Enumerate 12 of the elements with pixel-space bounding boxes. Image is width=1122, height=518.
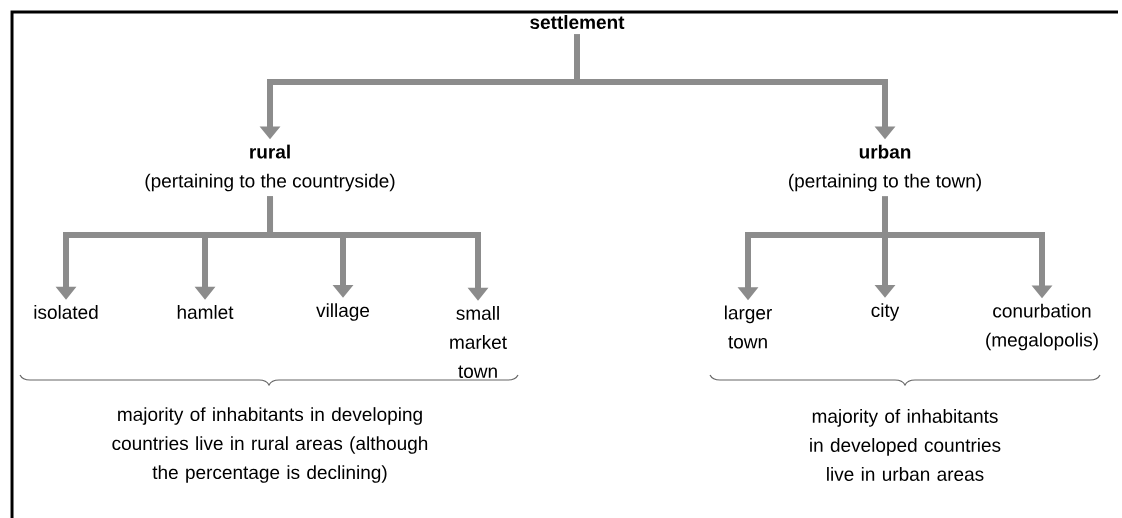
category-label: settlement (530, 15, 625, 29)
note-text: majority of inhabitants in developed countries live in urban areas (810, 409, 1001, 481)
category-label: small market town (450, 306, 507, 378)
category-label: hamlet (177, 305, 234, 319)
category-label: larger town (725, 305, 772, 349)
note-text: majority of inhabitants in developing countries live in rural areas (although the percentage is declining) (112, 407, 428, 483)
category-label: city (871, 303, 900, 321)
category-label: rural (pertaining to the countryside) (145, 144, 395, 192)
category-label: isolated (34, 305, 98, 319)
category-label: village (316, 303, 370, 321)
category-label: urban (pertaining to the town) (789, 144, 981, 192)
category-label: conurbation (megalopolis) (986, 303, 1098, 351)
